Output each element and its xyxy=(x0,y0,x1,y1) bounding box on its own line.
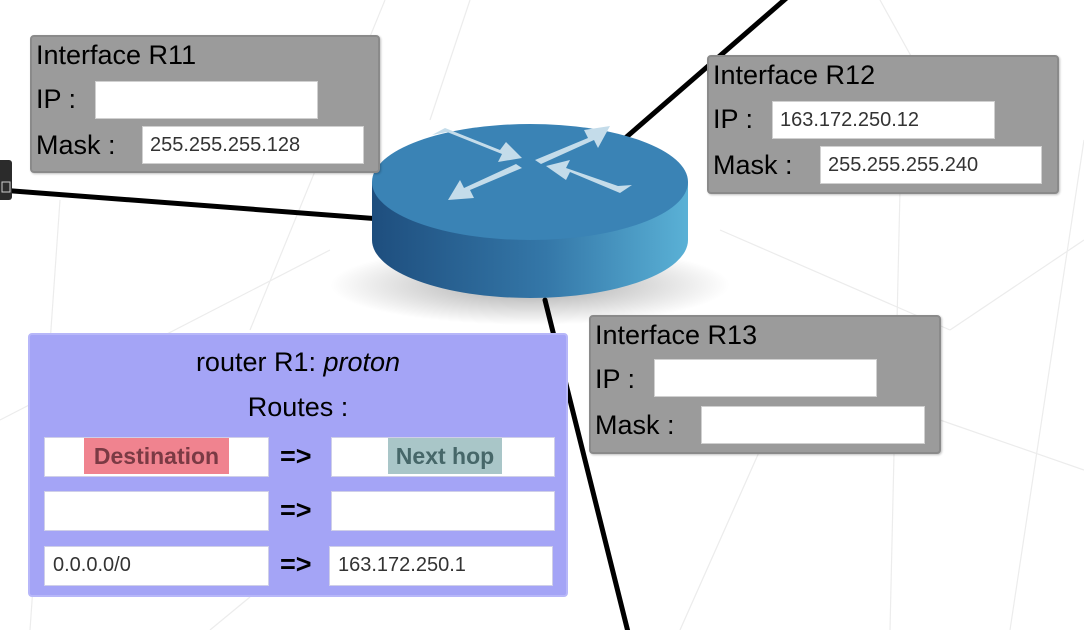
router-icon xyxy=(330,124,730,325)
interface-r13-mask-label: Mask : xyxy=(595,410,675,440)
router-name: proton xyxy=(323,347,401,377)
interface-r13-ip-input[interactable] xyxy=(654,359,877,397)
route-2-next-hop-input[interactable]: 163.172.250.1 xyxy=(329,546,553,586)
route-2-destination-input[interactable]: 0.0.0.0/0 xyxy=(44,546,269,586)
route-arrow: => xyxy=(280,549,312,579)
host-device-icon xyxy=(0,160,12,200)
router-routes-panel: router R1: proton Routes : Destination =… xyxy=(28,333,568,597)
interface-r11-ip-input[interactable] xyxy=(95,81,318,119)
router-title: router R1: proton xyxy=(195,347,401,377)
route-arrow: => xyxy=(280,495,312,525)
interface-r11-panel: Interface R11 IP : Mask : 255.255.255.12… xyxy=(30,35,380,173)
next-hop-header: Next hop xyxy=(388,438,502,474)
interface-r11-ip-label: IP : xyxy=(36,84,77,114)
route-arrow: => xyxy=(280,441,312,471)
routes-subtitle: Routes : xyxy=(247,392,349,422)
link-r11 xyxy=(0,187,423,225)
interface-r13-mask-input[interactable] xyxy=(701,406,925,444)
route-1-destination-input[interactable] xyxy=(44,491,269,531)
interface-r11-title: Interface R11 xyxy=(36,40,197,70)
interface-r11-mask-label: Mask : xyxy=(36,130,116,160)
interface-r13-ip-label: IP : xyxy=(595,364,636,394)
interface-r12-mask-label: Mask : xyxy=(713,150,793,180)
route-1-next-hop-input[interactable] xyxy=(331,491,555,531)
link-r12 xyxy=(597,0,789,163)
destination-header: Destination xyxy=(84,438,229,474)
interface-r13-title: Interface R13 xyxy=(595,320,758,350)
interface-r12-ip-input[interactable]: 163.172.250.12 xyxy=(772,101,995,139)
interface-r12-mask-input[interactable]: 255.255.255.240 xyxy=(820,146,1042,184)
interface-r12-title: Interface R12 xyxy=(713,60,876,90)
interface-r12-panel: Interface R12 IP : 163.172.250.12 Mask :… xyxy=(707,55,1059,194)
interface-r13-panel: Interface R13 IP : Mask : xyxy=(589,315,941,454)
interface-r12-ip-label: IP : xyxy=(713,104,754,134)
interface-r11-mask-input[interactable]: 255.255.255.128 xyxy=(142,126,364,164)
